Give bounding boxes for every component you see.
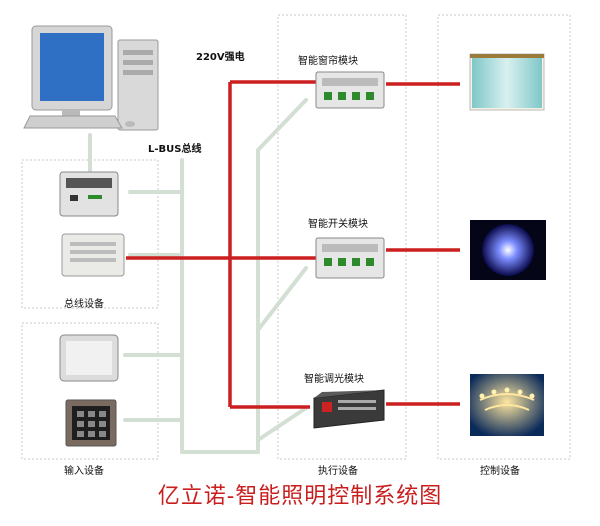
actuators-box bbox=[277, 14, 407, 460]
dimmer-module-device bbox=[313, 389, 385, 429]
bus-lines bbox=[88, 98, 308, 454]
touch-panel bbox=[59, 334, 119, 382]
bus-label: L-BUS总线 bbox=[148, 144, 202, 155]
input-devices-box bbox=[21, 322, 159, 460]
curtain-image bbox=[469, 53, 545, 111]
keypad-panel bbox=[65, 399, 117, 447]
bus-power-supply bbox=[61, 233, 125, 277]
switch-module-device bbox=[315, 237, 385, 279]
computer-image bbox=[23, 25, 159, 131]
curtain-module-device bbox=[315, 71, 385, 109]
bus-devices-label: 总线设备 bbox=[64, 299, 104, 310]
controlled-devices-label: 控制设备 bbox=[480, 466, 520, 477]
light-ball-image bbox=[470, 220, 546, 280]
dimmer-module-label: 智能调光模块 bbox=[304, 374, 364, 385]
power-lines bbox=[126, 80, 460, 409]
chandelier-image bbox=[470, 374, 544, 436]
actuators-label: 执行设备 bbox=[318, 466, 358, 477]
controlled-box bbox=[437, 14, 571, 460]
curtain-module-label: 智能窗帘模块 bbox=[298, 56, 358, 67]
bus-gateway-device bbox=[59, 171, 119, 217]
input-devices-label: 输入设备 bbox=[64, 466, 104, 477]
power-label: 220V强电 bbox=[196, 52, 245, 63]
diagram-title: 亿立诺-智能照明控制系统图 bbox=[157, 484, 443, 509]
switch-module-label: 智能开关模块 bbox=[308, 219, 368, 230]
